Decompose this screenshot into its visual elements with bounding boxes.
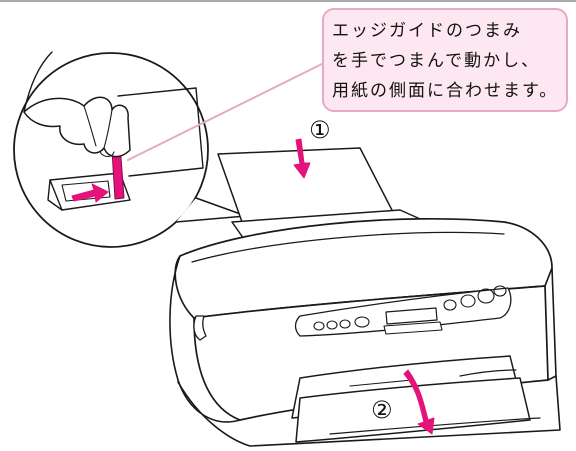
printer-right-side [547, 267, 557, 381]
hand-wrist [23, 51, 53, 113]
callout-line-2: を手でつまんで動かし、 [332, 51, 541, 71]
panel-button-1 [313, 321, 325, 331]
step-one-label: ① [309, 116, 331, 144]
paper-sheet [217, 147, 395, 223]
panel-button-3 [339, 319, 351, 329]
panel-dial [354, 316, 370, 328]
output-tray-lip [329, 417, 541, 435]
load-arrow [293, 138, 311, 179]
printer-left-side [169, 255, 241, 423]
callout-line-1: エッジガイドのつまみ [332, 21, 522, 41]
panel-lcd-base [383, 321, 443, 335]
output-tray [295, 377, 531, 443]
panel-button-4 [443, 299, 457, 311]
inset-paper-edge [117, 87, 204, 177]
step-two-label: ② [371, 396, 393, 424]
side-handle [193, 315, 207, 341]
output-tray-slot2 [349, 379, 413, 387]
panel-button-5 [460, 294, 476, 308]
callout-box: エッジガイドのつまみ を手でつまんで動かし、 用紙の側面に合わせます。 [322, 8, 568, 112]
hand-finger-line2 [103, 109, 113, 149]
output-tray-slot [459, 369, 517, 377]
eject-arrow [403, 369, 435, 435]
hand-finger-line [83, 105, 97, 147]
zoom-inset [13, 51, 247, 248]
panel-button-2 [326, 320, 338, 330]
printer-base [177, 375, 561, 447]
inset-guide-lip [61, 180, 111, 202]
callout-line-3: 用紙の側面に合わせます。 [332, 81, 559, 101]
push-arrow [71, 183, 109, 203]
printer-lid-line [191, 231, 505, 263]
printer [169, 217, 561, 447]
panel-lcd [385, 307, 438, 325]
panel-button-7 [493, 285, 507, 297]
callout-connector [127, 59, 331, 161]
panel-button-6 [477, 288, 495, 304]
inset-guide-side [47, 179, 63, 211]
hand-nail [99, 151, 115, 158]
